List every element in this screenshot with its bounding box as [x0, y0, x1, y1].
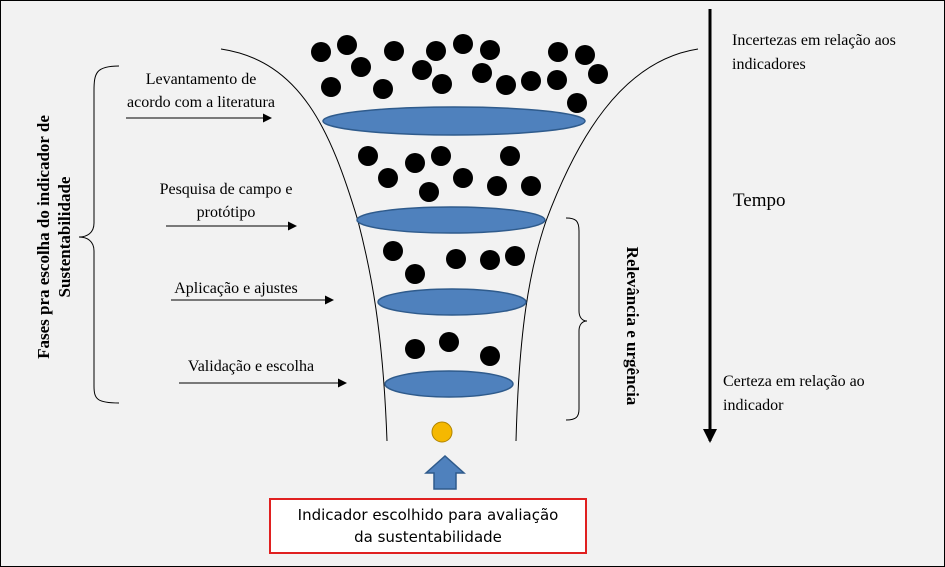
phase-label-3: Aplicação e ajustes: [131, 277, 341, 300]
phase-label-2-line-1: Pesquisa de campo e: [159, 181, 293, 198]
filter-disc-3: [377, 288, 527, 316]
phase-label-1: Levantamento de acordo com a literatura: [96, 68, 306, 114]
chosen-indicator-box: Indicador escolhido para avaliação da su…: [269, 498, 587, 554]
phases-group-label: Fases pra escolha do indicador de Susten…: [33, 87, 75, 387]
phase-label-4: Validação e escolha: [146, 355, 356, 378]
phase-label-1-line-2: acordo com a literatura: [127, 94, 275, 111]
phase-label-4-line-1: Validação e escolha: [187, 358, 315, 375]
phase-label-2-line-2: protótipo: [196, 204, 256, 221]
time-axis-top-label-line-1: Incertezas em relação aos: [732, 32, 896, 49]
relevance-label: Relevância e urgência: [619, 216, 643, 436]
time-axis-bottom-label-line-1: Certeza em relação ao: [723, 373, 865, 390]
phases-group-label-line-1: Fases pra escolha do indicador de: [34, 115, 53, 359]
time-axis-top-label-line-2: indicadores: [732, 56, 806, 73]
candidate-dots-layer-1: [311, 34, 608, 113]
chosen-indicator-dot: [431, 421, 453, 443]
phase-label-1-line-1: Levantamento de: [145, 71, 257, 88]
filter-disc-2: [356, 206, 546, 234]
relevance-label-text: Relevância e urgência: [623, 246, 642, 406]
filter-disc-4: [384, 370, 514, 398]
candidate-dots-layer-3: [383, 241, 525, 284]
phases-brace: [78, 65, 120, 404]
time-axis-bottom-label-line-2: indicador: [723, 397, 784, 414]
chosen-indicator-box-line-2: da sustentabilidade: [354, 528, 502, 546]
candidate-dots-layer-2: [358, 146, 541, 202]
relevance-bracket: [565, 217, 588, 421]
phases-group-label-line-2: Sustentabilidade: [55, 176, 74, 298]
chosen-indicator-box-line-1: Indicador escolhido para avaliação: [297, 506, 559, 524]
phase-label-2: Pesquisa de campo e protótipo: [121, 178, 331, 224]
candidate-dots-layer-4: [405, 332, 500, 366]
time-axis-top-label: Incertezas em relação aos indicadores: [732, 29, 942, 77]
time-axis-middle-label: Tempo: [733, 189, 786, 212]
up-arrow-icon: [424, 454, 466, 490]
time-axis-arrowhead: [703, 429, 717, 443]
filter-disc-1: [322, 106, 586, 136]
funnel-right-wall: [515, 48, 699, 442]
time-axis-middle-label-text: Tempo: [733, 190, 786, 211]
time-axis-bottom-label: Certeza em relação ao indicador: [723, 370, 933, 418]
phase-label-3-line-1: Aplicação e ajustes: [174, 280, 298, 297]
